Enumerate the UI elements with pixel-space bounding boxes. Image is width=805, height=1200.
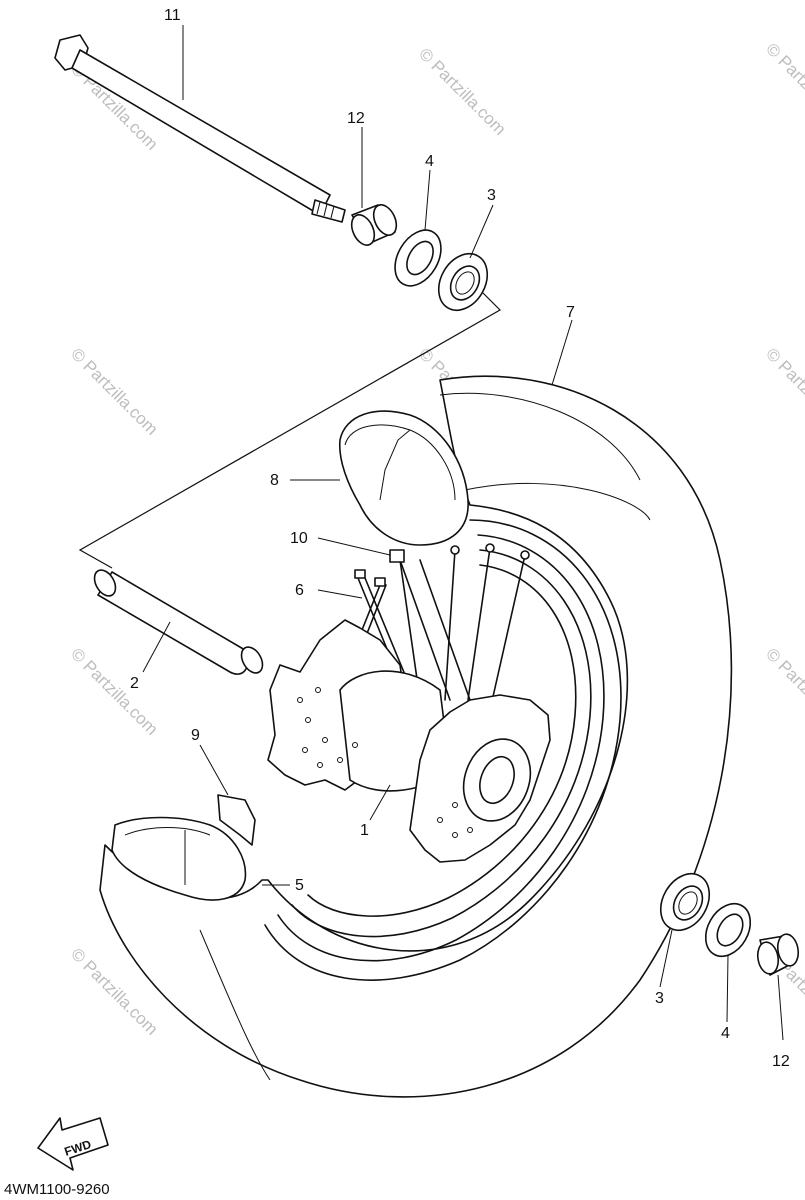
spacer-bottom	[756, 933, 800, 976]
callout-labels: 11 12 4 3 7 8 10 6 2 9 1 5 3 4 12	[130, 7, 790, 1070]
hub	[267, 619, 551, 863]
callout-12-bottom: 12	[772, 1053, 790, 1070]
watermark: © Partzilla.com	[67, 344, 161, 438]
callout-11: 11	[164, 7, 181, 24]
rim	[264, 519, 622, 981]
watermark: © Partzilla.com	[415, 44, 509, 138]
collar	[93, 569, 264, 675]
oil-seal-top	[394, 229, 442, 287]
callout-3-top: 3	[487, 187, 496, 204]
tire	[99, 375, 733, 1098]
callout-4-bottom: 4	[721, 1025, 730, 1042]
leader-lines	[142, 25, 784, 1041]
callout-7: 7	[566, 304, 575, 321]
watermark: © Partzilla.com	[67, 644, 161, 738]
spacer-top	[350, 204, 398, 246]
callout-5: 5	[295, 877, 304, 894]
axle	[54, 34, 346, 223]
diagram-code: 4WM1100-9260	[4, 1181, 110, 1198]
callout-1: 1	[360, 822, 369, 839]
bearing-bottom	[659, 872, 711, 932]
watermark: © Partzilla.com	[762, 644, 805, 738]
watermark: © Partzilla.com	[762, 39, 805, 133]
oil-seal-bottom	[704, 902, 752, 958]
valve	[389, 549, 405, 563]
callout-10: 10	[290, 530, 308, 547]
tube-upper	[338, 410, 469, 546]
fwd-arrow: FWD	[37, 1117, 109, 1171]
callout-6: 6	[295, 582, 304, 599]
watermark: © Partzilla.com	[762, 344, 805, 438]
tube-lower	[111, 794, 256, 901]
callout-2: 2	[130, 675, 139, 692]
callout-8: 8	[270, 472, 279, 489]
bearing-top	[437, 252, 489, 312]
axle-alignment-line	[78, 289, 501, 569]
callout-12-top: 12	[347, 110, 365, 127]
callout-9: 9	[191, 727, 200, 744]
callout-4-top: 4	[425, 153, 434, 170]
callout-3-bottom: 3	[655, 990, 664, 1007]
